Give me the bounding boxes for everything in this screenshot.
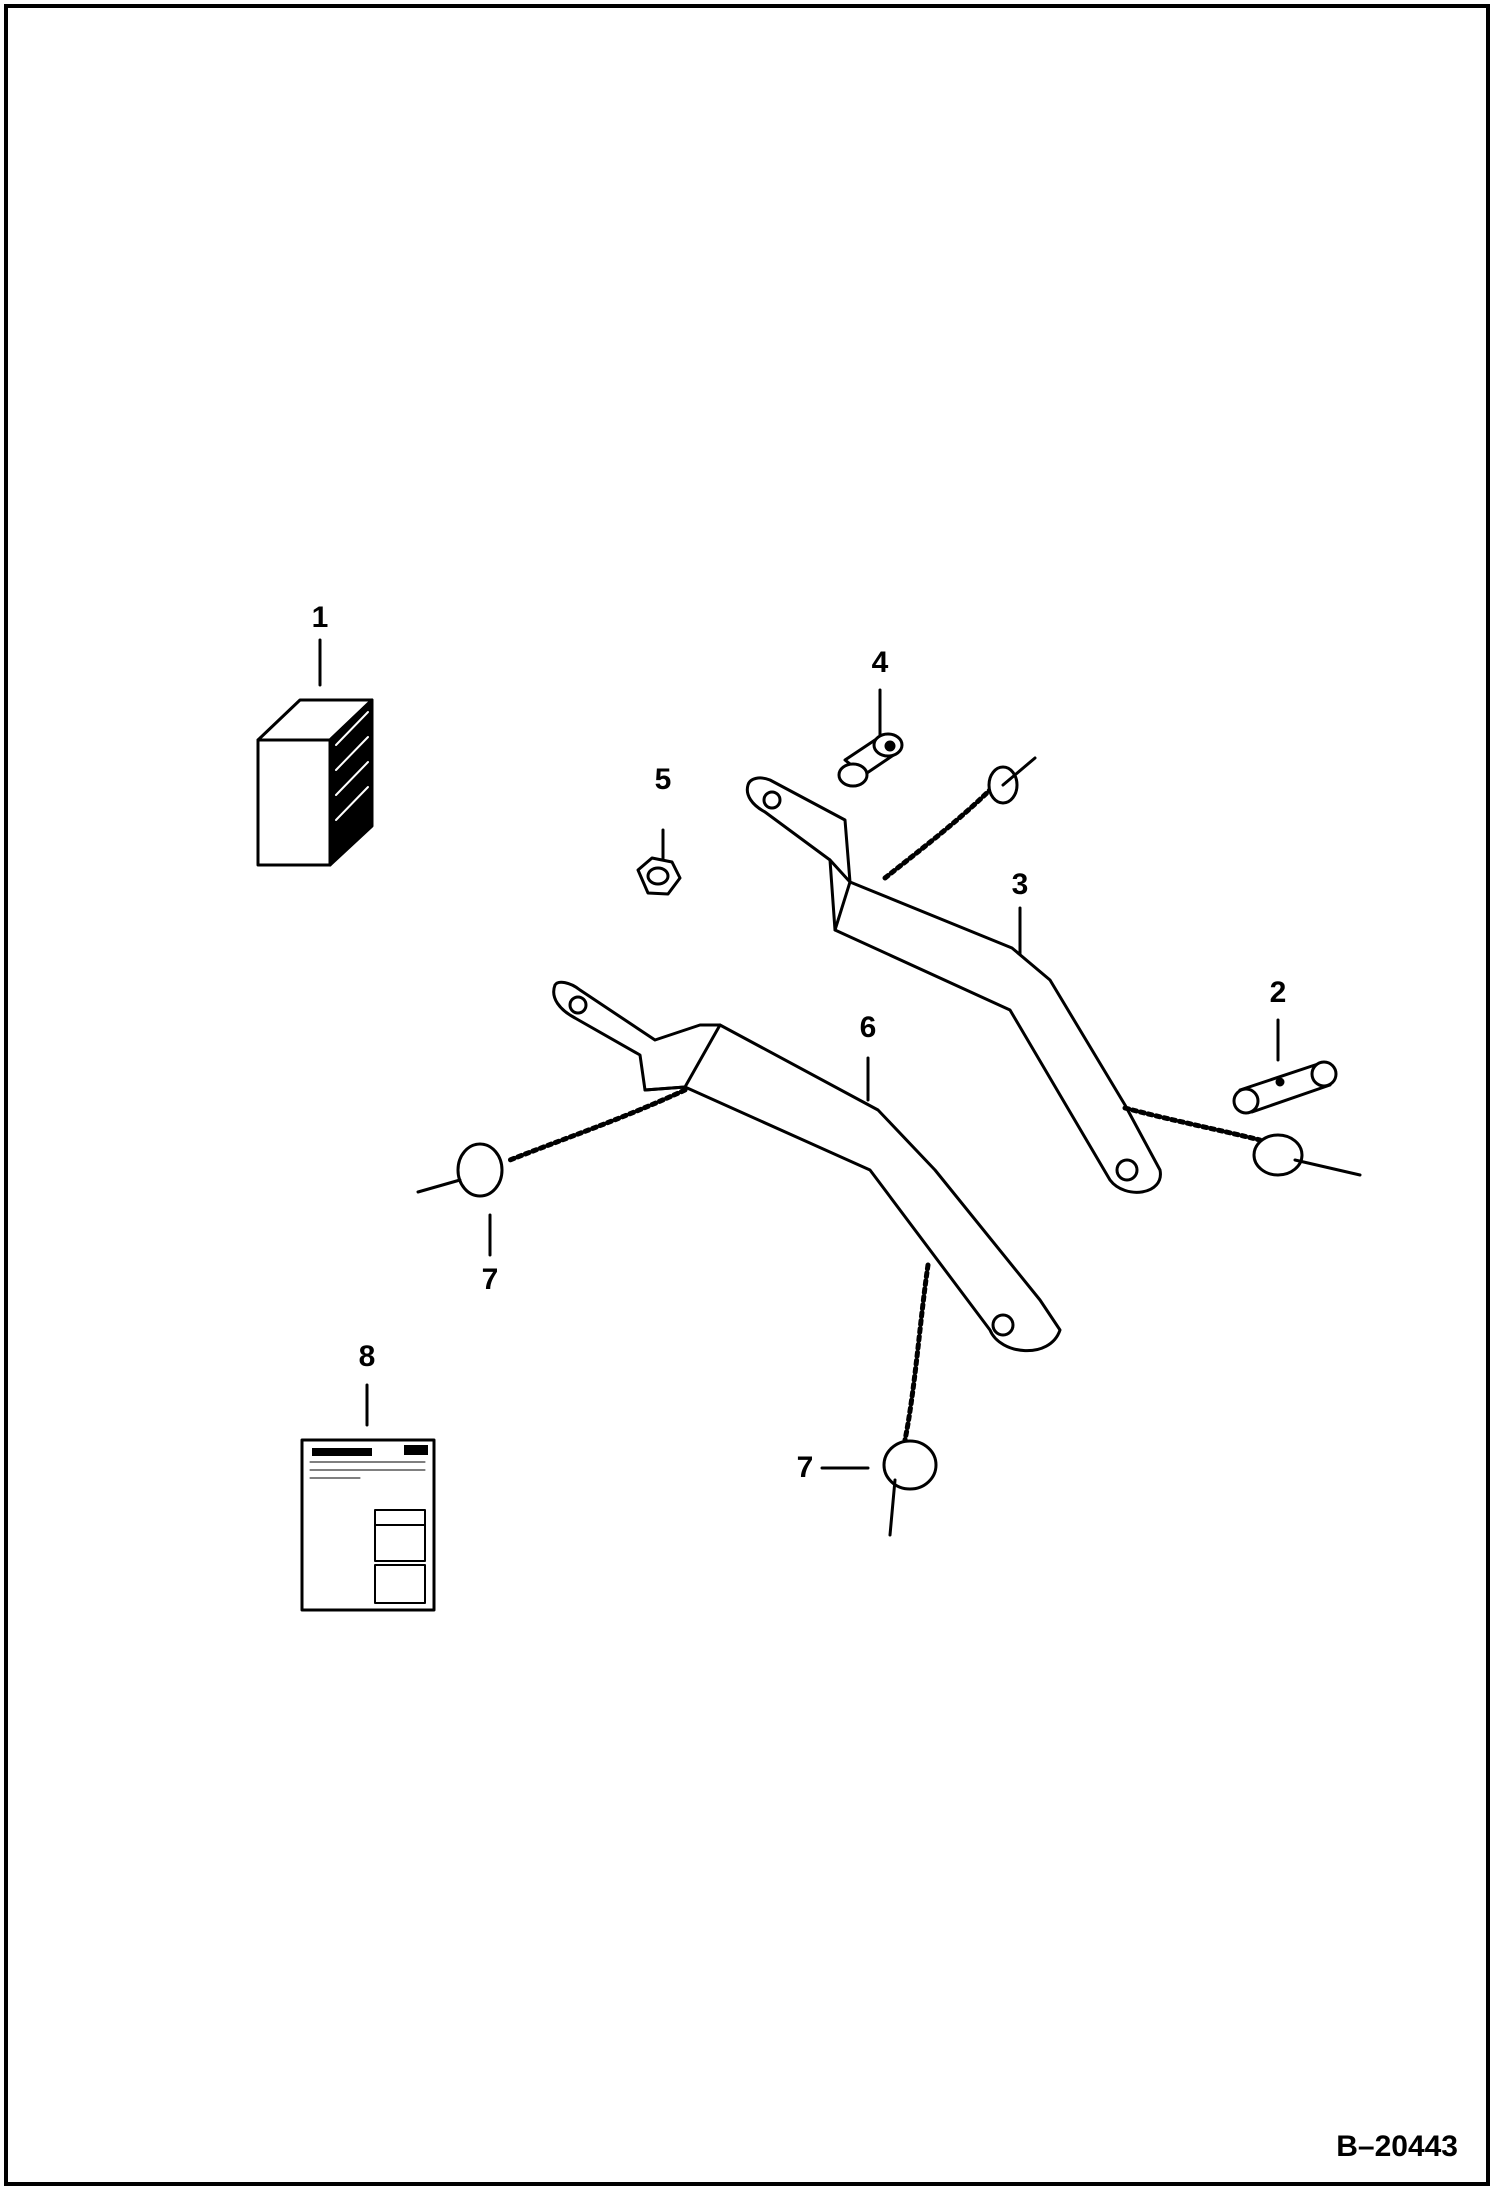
callout-7a: 7 bbox=[481, 1263, 499, 1296]
callout-1: 1 bbox=[311, 601, 329, 634]
callout-5: 5 bbox=[654, 763, 672, 796]
callout-4: 4 bbox=[871, 646, 889, 679]
leader-lines bbox=[318, 638, 1280, 1470]
decal-part bbox=[300, 1438, 436, 1612]
pin-top-part bbox=[837, 732, 904, 788]
callout-7b: 7 bbox=[796, 1451, 814, 1484]
figure-id: B–20443 bbox=[1336, 2130, 1458, 2163]
battery-part bbox=[256, 698, 374, 867]
pin-right-part bbox=[1232, 1060, 1338, 1115]
arm-rear-part bbox=[745, 776, 1162, 1194]
arm-front-part bbox=[552, 980, 1062, 1353]
callout-8: 8 bbox=[358, 1340, 376, 1373]
callout-6: 6 bbox=[859, 1011, 877, 1044]
callout-3: 3 bbox=[1011, 868, 1029, 901]
chains bbox=[507, 782, 1263, 1443]
nut-part bbox=[636, 856, 682, 896]
ring-pins bbox=[416, 756, 1362, 1537]
callout-2: 2 bbox=[1269, 976, 1287, 1009]
